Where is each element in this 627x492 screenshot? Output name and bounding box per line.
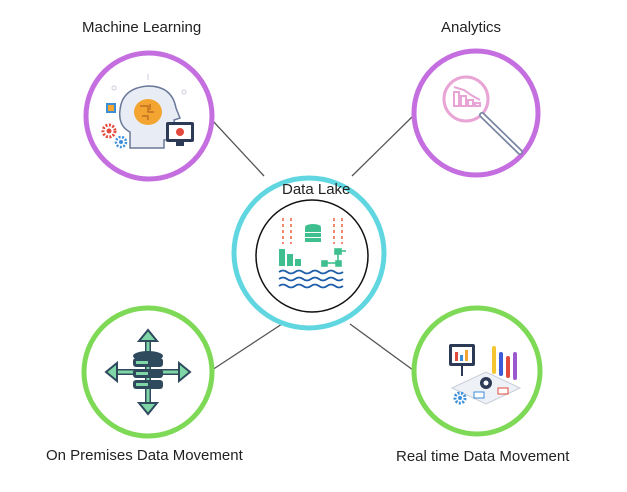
connector-real-time [349, 323, 414, 371]
analytics-node [411, 48, 541, 178]
data-lake-inner-ring [255, 199, 369, 313]
realtime-dashboard-icon [449, 344, 522, 405]
data-lake-node [231, 175, 387, 331]
machine-learning-label: Machine Learning [82, 19, 202, 36]
on-premises-label: On Premises Data Movement [46, 447, 243, 464]
connectors [211, 115, 414, 371]
analytics-label: Analytics [441, 19, 502, 36]
database-arrows-icon [104, 328, 192, 416]
data-lake-label: Data Lake [282, 181, 351, 198]
real-time-node [411, 305, 543, 437]
ai-head-icon [101, 74, 194, 149]
on-premises-node [81, 305, 215, 439]
data-lake-icon [278, 218, 346, 289]
connector-on-premises [211, 323, 283, 371]
magnifier-chart-icon [442, 75, 523, 155]
connector-analytics [351, 115, 414, 177]
connector-ml [211, 119, 265, 177]
machine-learning-node [83, 50, 215, 182]
real-time-label: Real time Data Movement [396, 448, 570, 465]
real-time-ring [411, 305, 543, 437]
